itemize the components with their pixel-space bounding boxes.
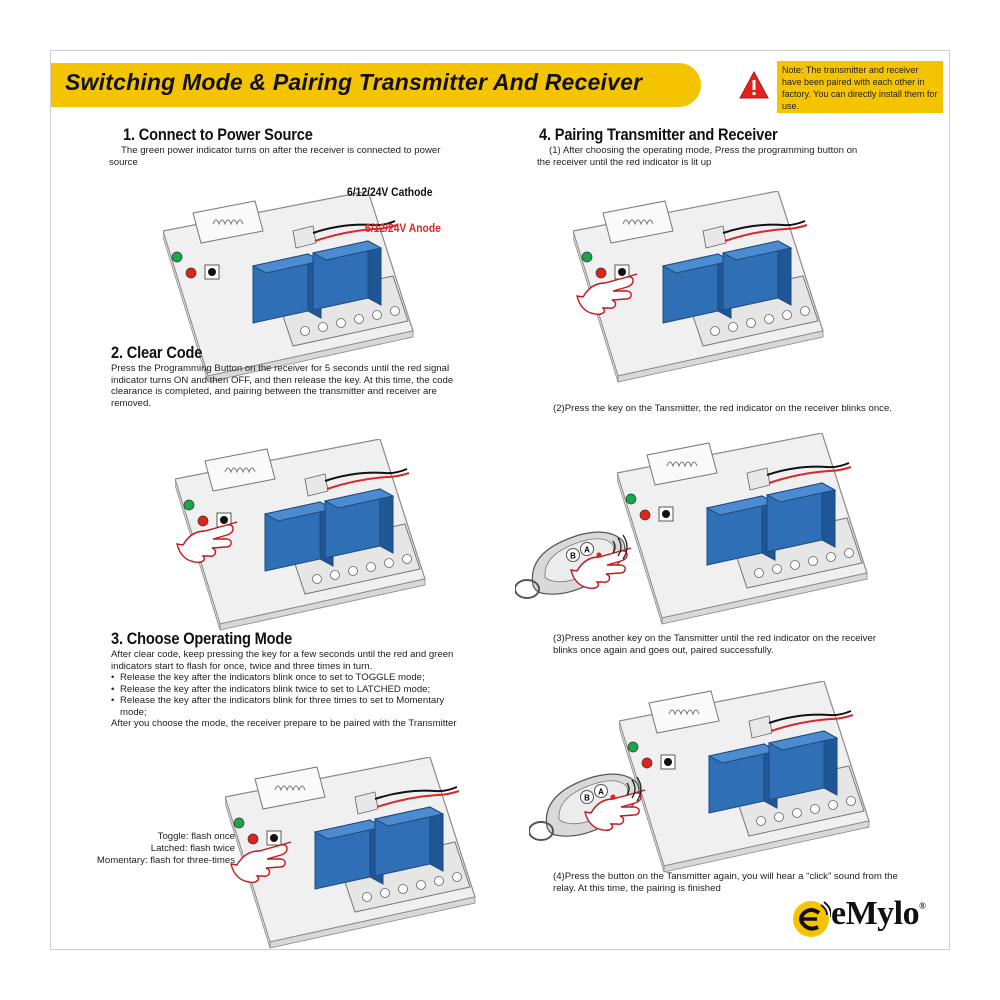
mode-flash-legend: Toggle: flash once Latched: flash twice … xyxy=(87,831,235,867)
mode-latched-item: Release the key after the indicators bli… xyxy=(111,684,466,696)
momentary-flash-label: Momentary: flash for three-times xyxy=(96,855,235,866)
step3-text: After clear code, keep pressing the key … xyxy=(111,649,466,730)
latched-flash-label: Latched: flash twice xyxy=(150,843,235,854)
receiver-board-pairing-3 xyxy=(619,681,870,873)
toggle-flash-label: Toggle: flash once xyxy=(157,831,235,842)
page-title: Switching Mode & Pairing Transmitter And… xyxy=(65,69,643,95)
step2-text: Press the Programming Button on the rece… xyxy=(111,363,454,409)
cathode-label: 6/12/24V Cathode xyxy=(347,185,433,199)
mode-momentary-item: Release the key after the indicators bli… xyxy=(111,695,466,718)
remote-transmitter-3: B A xyxy=(529,773,646,841)
brand-logo: eMylo® xyxy=(789,893,949,941)
receiver-board-power xyxy=(163,191,414,383)
factory-paired-note: Note: The transmitter and receiver have … xyxy=(777,61,943,113)
step1-title: 1. Connect to Power Source xyxy=(123,125,313,144)
step3-title: 3. Choose Operating Mode xyxy=(111,629,293,648)
remote-key-b: B xyxy=(570,552,576,561)
remote-key-a: A xyxy=(584,546,590,555)
mode-toggle-item: Release the key after the indicators bli… xyxy=(111,672,466,684)
receiver-board-operating-mode xyxy=(225,757,476,949)
registered-mark: ® xyxy=(919,901,926,911)
remote-transmitter-2: B A xyxy=(515,531,632,599)
receiver-board-pairing-1 xyxy=(573,191,824,383)
step3-outro: After you choose the mode, the receiver … xyxy=(111,718,457,729)
remote-key-b: B xyxy=(584,794,590,803)
step2-title: 2. Clear Code xyxy=(111,343,203,362)
step4-sub4: (4)Press the button on the Tansmitter ag… xyxy=(553,871,898,894)
brand-name-text: eMylo xyxy=(831,895,920,932)
instruction-sheet: Switching Mode & Pairing Transmitter And… xyxy=(50,50,950,950)
step4-sub3: (3)Press another key on the Tansmitter u… xyxy=(553,633,876,656)
receiver-board-clear-code xyxy=(175,439,426,631)
mode-list: Release the key after the indicators bli… xyxy=(111,672,466,718)
step4-title: 4. Pairing Transmitter and Receiver xyxy=(539,125,778,144)
brand-name: eMylo® xyxy=(831,895,926,933)
step1-text: The green power indicator turns on after… xyxy=(109,145,441,168)
warning-icon xyxy=(739,71,769,99)
step4-sub1: (1) After choosing the operating mode, P… xyxy=(537,145,858,168)
anode-label: 6/12/24V Anode xyxy=(365,221,441,235)
title-banner: Switching Mode & Pairing Transmitter And… xyxy=(51,63,701,107)
step4-sub2: (2)Press the key on the Tansmitter, the … xyxy=(553,403,892,414)
brand-logo-icon xyxy=(793,901,831,937)
receiver-board-pairing-2 xyxy=(617,433,868,625)
step3-intro: After clear code, keep pressing the key … xyxy=(111,649,454,672)
remote-key-a: A xyxy=(598,788,604,797)
